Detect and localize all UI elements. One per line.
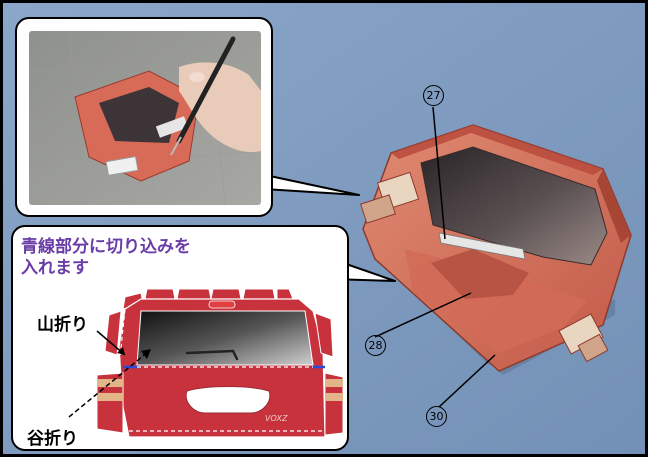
photo-cutter-knife — [176, 36, 236, 144]
model-license-recess — [431, 249, 529, 299]
part-number-27: 27 — [423, 85, 444, 106]
leader-line-27 — [432, 106, 446, 240]
cutting-photo-art — [29, 31, 261, 205]
model-right-lamp — [558, 313, 609, 363]
cutting-photo — [29, 31, 261, 205]
diagram-wiper — [185, 349, 239, 361]
diagram-fold-lines — [118, 308, 325, 432]
photo-inset-bubble — [15, 17, 273, 217]
instruction-text: 青線部分に切り込みを入れます — [21, 237, 191, 279]
instruction-line-2: 入れます — [21, 258, 89, 278]
model-left-lamp — [360, 171, 420, 224]
diagram-license-recess — [185, 386, 271, 414]
diagram-rear-glass — [136, 310, 314, 366]
flat-pattern-diagram: VOXZ — [68, 288, 344, 438]
instruction-bubble: 青線部分に切り込みを入れます — [11, 225, 349, 451]
model-light-strip — [438, 232, 526, 260]
tailgate-model — [360, 124, 632, 375]
mountain-fold-label: 山折り — [37, 315, 88, 335]
photo-hand — [179, 62, 261, 153]
diagram-taillight-stripes — [97, 379, 343, 401]
diagram-left-tabs — [96, 310, 124, 434]
part-number-30: 30 — [426, 406, 447, 427]
valley-fold-pointer — [68, 350, 150, 418]
part-number-28: 28 — [365, 335, 386, 356]
valley-fold-label: 谷折り — [27, 429, 78, 449]
model-rear-window — [420, 146, 608, 266]
leader-line-30 — [438, 354, 496, 408]
instruction-line-1: 青線部分に切り込みを — [21, 237, 191, 257]
diagram-right-tabs — [314, 312, 344, 436]
diagram-brake-light — [208, 300, 236, 309]
leader-line-28 — [374, 292, 472, 338]
diagram-emblem: VOXZ — [265, 414, 288, 423]
